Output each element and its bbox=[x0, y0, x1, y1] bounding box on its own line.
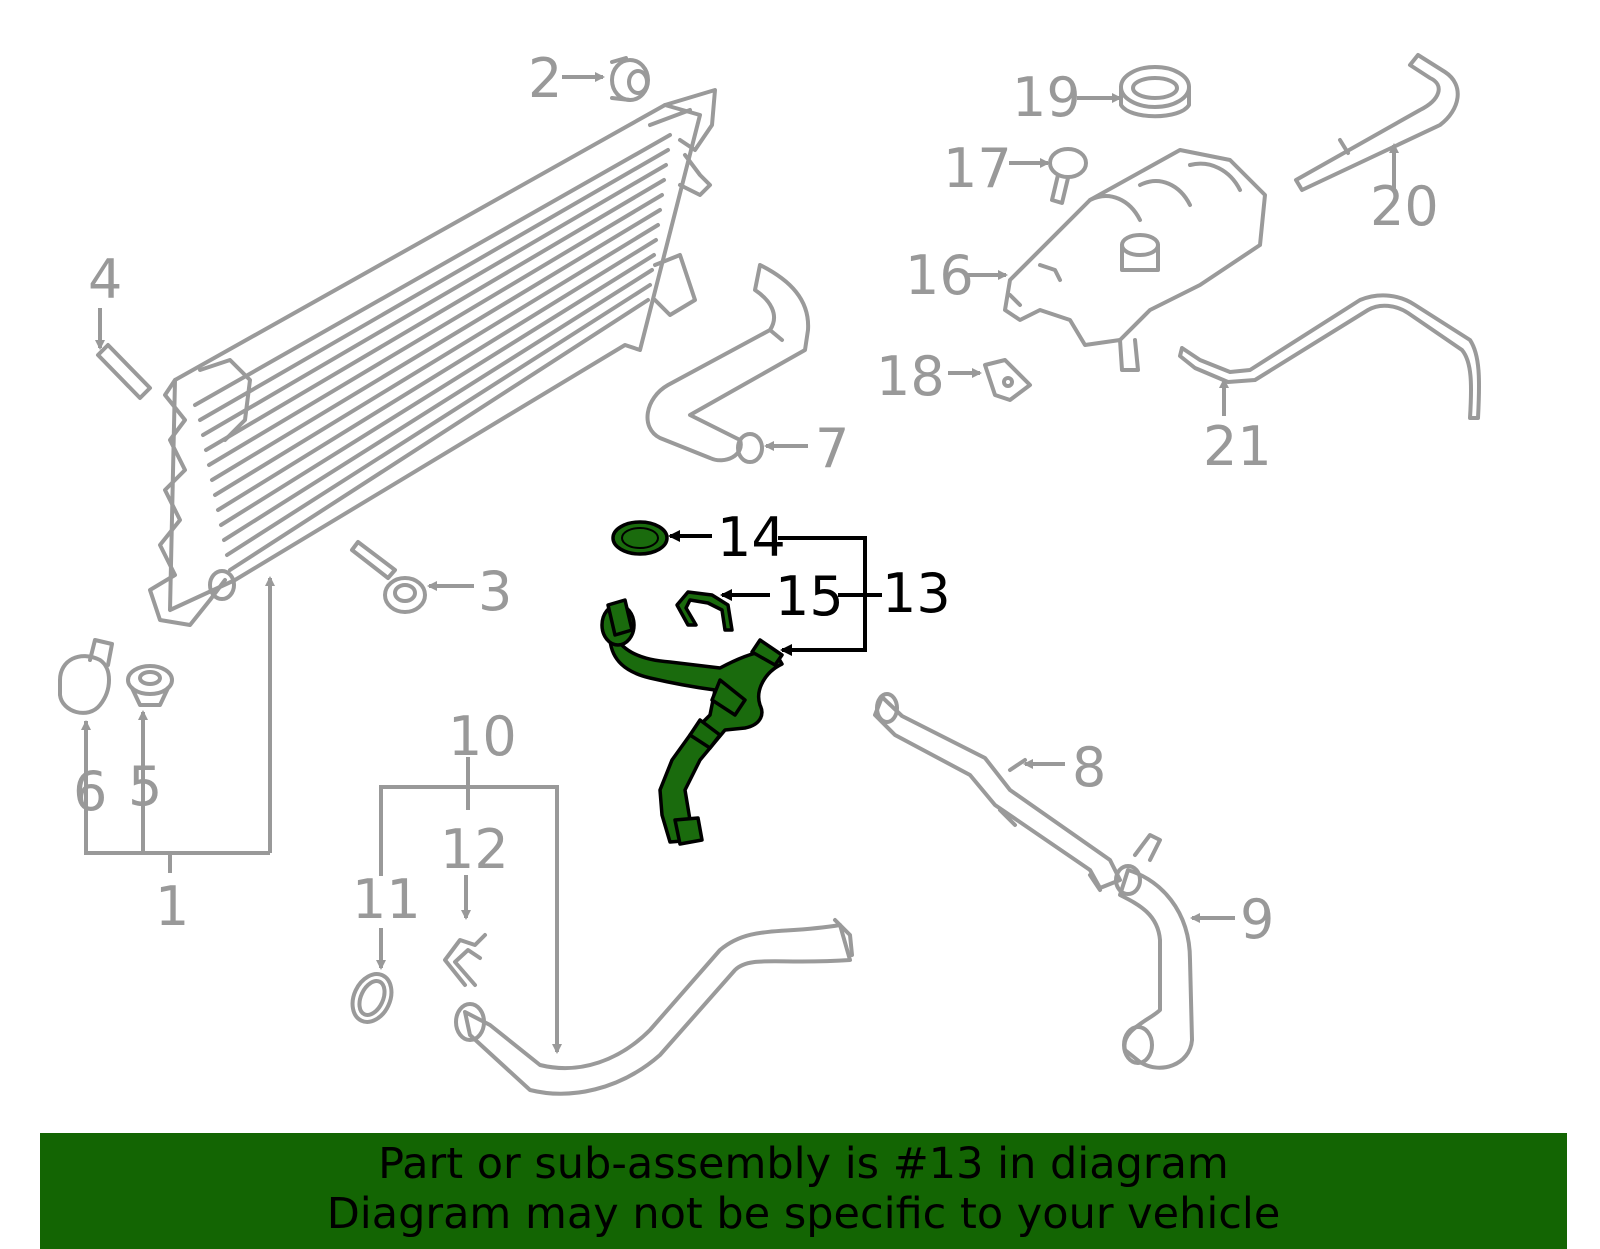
hose-assembly-part-13 bbox=[600, 598, 784, 846]
callout-8: 8 bbox=[1072, 736, 1106, 799]
mount-part-6 bbox=[58, 638, 114, 715]
pin-part-4 bbox=[96, 343, 152, 400]
callout-21: 21 bbox=[1203, 415, 1272, 478]
callout-11: 11 bbox=[352, 868, 421, 931]
callout-20: 20 bbox=[1370, 175, 1439, 238]
info-banner: Part or sub-assembly is #13 in diagram D… bbox=[40, 1133, 1567, 1249]
bracket-part-18 bbox=[983, 358, 1032, 402]
callout-labels: 1 2 3 4 5 6 7 8 9 10 11 12 13 14 15 16 1… bbox=[73, 47, 1439, 951]
callout-18: 18 bbox=[876, 345, 945, 408]
upper-hose-part-7 bbox=[645, 263, 811, 464]
callout-19: 19 bbox=[1012, 66, 1081, 129]
callout-7: 7 bbox=[815, 417, 849, 480]
clip-part-12 bbox=[443, 933, 487, 987]
clip-part-15 bbox=[675, 590, 734, 632]
hose-part-9 bbox=[1114, 864, 1194, 1070]
gasket-part-14 bbox=[611, 520, 669, 556]
pipe-part-8 bbox=[873, 692, 1162, 892]
callout-3: 3 bbox=[478, 560, 512, 623]
callout-1: 1 bbox=[155, 875, 189, 938]
callout-14: 14 bbox=[717, 506, 786, 569]
banner-line-1: Part or sub-assembly is #13 in diagram bbox=[378, 1139, 1229, 1189]
o-ring-part-11 bbox=[350, 972, 394, 1024]
grommet-part-2 bbox=[610, 56, 650, 102]
callout-6: 6 bbox=[73, 760, 107, 823]
callout-17: 17 bbox=[943, 137, 1012, 200]
lower-hose-part-10 bbox=[454, 918, 854, 1096]
bolt-part-17 bbox=[1048, 147, 1088, 205]
hose-part-20 bbox=[1294, 53, 1460, 192]
callout-10: 10 bbox=[448, 705, 517, 768]
grommet-part-5 bbox=[126, 664, 174, 707]
cap-part-19 bbox=[1119, 65, 1191, 119]
leader-lines bbox=[81, 72, 1399, 1054]
bolt-part-3 bbox=[350, 540, 427, 614]
callout-13: 13 bbox=[882, 562, 951, 625]
hose-part-21 bbox=[1178, 293, 1482, 420]
callout-15: 15 bbox=[775, 565, 844, 628]
callout-16: 16 bbox=[905, 244, 974, 307]
callout-2: 2 bbox=[528, 47, 562, 110]
reservoir-part-16 bbox=[1003, 148, 1267, 372]
callout-9: 9 bbox=[1240, 888, 1274, 951]
callout-5: 5 bbox=[128, 755, 162, 818]
banner-line-2: Diagram may not be specific to your vehi… bbox=[326, 1189, 1281, 1239]
callout-12: 12 bbox=[440, 818, 509, 881]
radiator bbox=[148, 88, 717, 627]
callout-4: 4 bbox=[88, 248, 122, 311]
